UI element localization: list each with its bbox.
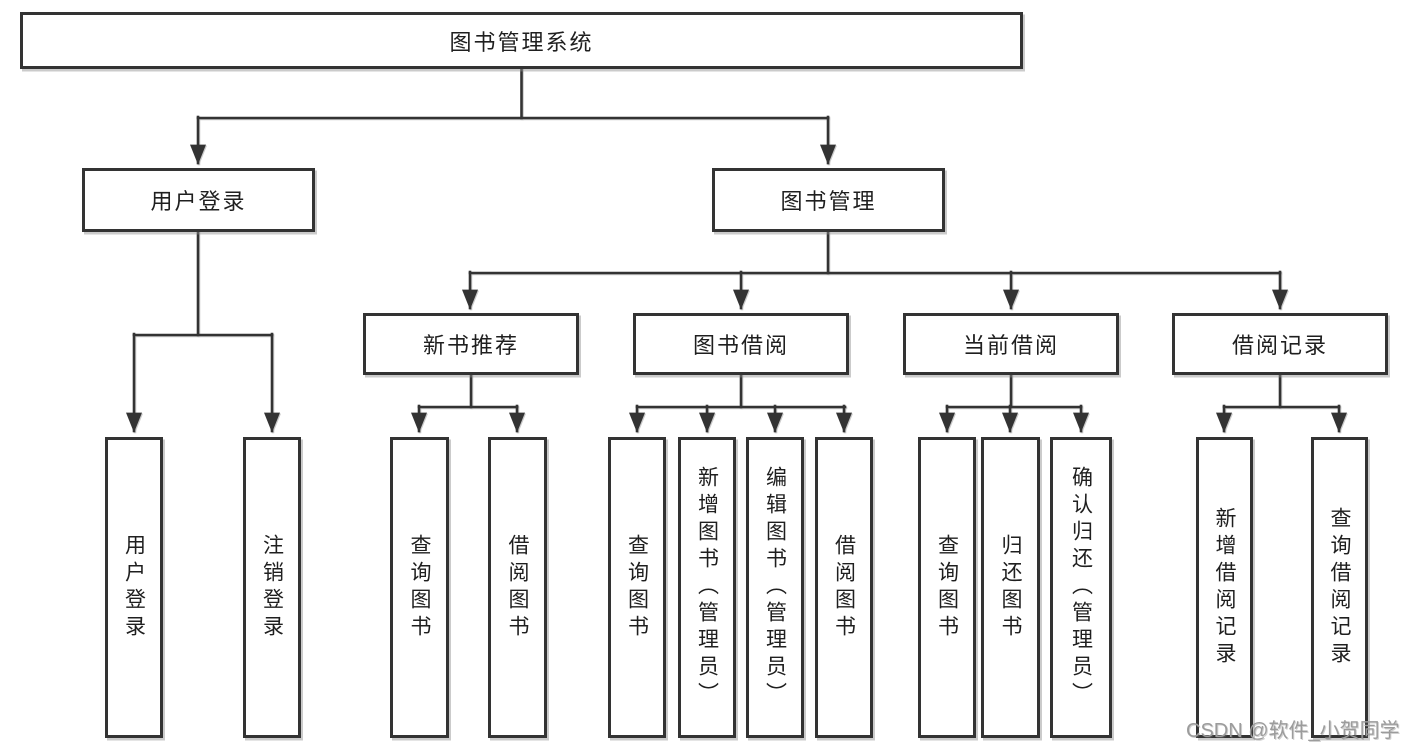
node-new-book-recommend: 新书推荐	[363, 313, 579, 375]
leaf-query-books-borrow: 查询图书	[608, 437, 666, 738]
node-user-login: 用户登录	[82, 168, 315, 232]
csdn-watermark: CSDN @软件_小贺同学	[1186, 720, 1400, 742]
node-book-borrow: 图书借阅	[633, 313, 849, 375]
leaf-borrow-books-recommend: 借阅图书	[488, 437, 547, 738]
leaf-return-books: 归还图书	[981, 437, 1040, 738]
leaf-add-books-admin: 新增图书（管理员）	[678, 437, 736, 738]
leaf-confirm-return-admin: 确认归还（管理员）	[1050, 437, 1112, 738]
leaf-query-books-recommend: 查询图书	[390, 437, 449, 738]
node-current-borrow: 当前借阅	[903, 313, 1119, 375]
node-borrow-records: 借阅记录	[1172, 313, 1388, 375]
leaf-query-books-current: 查询图书	[918, 437, 976, 738]
leaf-borrow-books: 借阅图书	[815, 437, 873, 738]
leaf-logout-login: 注销登录	[243, 437, 301, 738]
leaf-query-borrow-record: 查询借阅记录	[1311, 437, 1368, 738]
leaf-user-login: 用户登录	[105, 437, 163, 738]
leaf-edit-books-admin: 编辑图书（管理员）	[746, 437, 804, 738]
node-library-system: 图书管理系统	[20, 12, 1023, 69]
node-book-management: 图书管理	[712, 168, 945, 232]
leaf-add-borrow-record: 新增借阅记录	[1196, 437, 1253, 738]
